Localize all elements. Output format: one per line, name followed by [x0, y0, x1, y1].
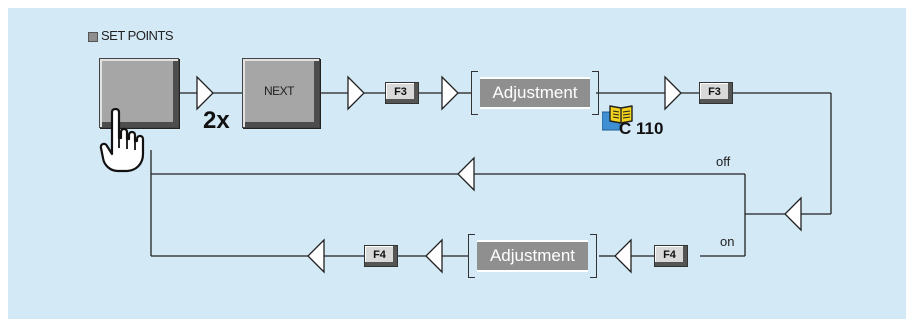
- f3-key-label: F3: [394, 85, 407, 98]
- flow-arrow-6: [457, 156, 475, 192]
- manual-book-icon: [602, 105, 633, 131]
- flow-arrow-9: [307, 238, 325, 274]
- branch-on-label: on: [720, 234, 735, 249]
- next-key-label: NEXT: [263, 84, 295, 98]
- set-points-label: SET POINTS: [101, 28, 174, 43]
- flow-arrow-3: [441, 75, 459, 111]
- flow-arrow-4: [664, 75, 682, 111]
- flow-arrow-8: [425, 238, 443, 274]
- flow-arrow-2: [347, 75, 365, 111]
- flow-arrow-5: [784, 196, 802, 232]
- branch-off-label: off: [716, 154, 731, 169]
- pointing-hand-icon: [99, 108, 145, 173]
- adjustment-label: Adjustment: [489, 246, 576, 265]
- f4-key-2[interactable]: F4: [364, 245, 398, 267]
- flow-arrow-7: [614, 238, 632, 274]
- f4-key-1[interactable]: F4: [654, 245, 688, 267]
- next-key[interactable]: NEXT: [242, 58, 320, 128]
- flow-arrow-1: [196, 75, 214, 111]
- manual-reference: C 110: [619, 119, 664, 138]
- adjustment-label: Adjustment: [492, 83, 578, 102]
- press-count: 2x: [203, 107, 230, 134]
- f3-key-label: F3: [708, 85, 721, 98]
- f4-key-label: F4: [373, 248, 386, 261]
- f4-key-label: F4: [663, 248, 676, 261]
- f3-key-2[interactable]: F3: [699, 82, 733, 104]
- f3-key-1[interactable]: F3: [385, 82, 419, 104]
- set-points-indicator: [88, 32, 98, 42]
- adjustment-box-top: Adjustment: [471, 71, 599, 115]
- adjustment-box-bottom: Adjustment: [468, 234, 597, 278]
